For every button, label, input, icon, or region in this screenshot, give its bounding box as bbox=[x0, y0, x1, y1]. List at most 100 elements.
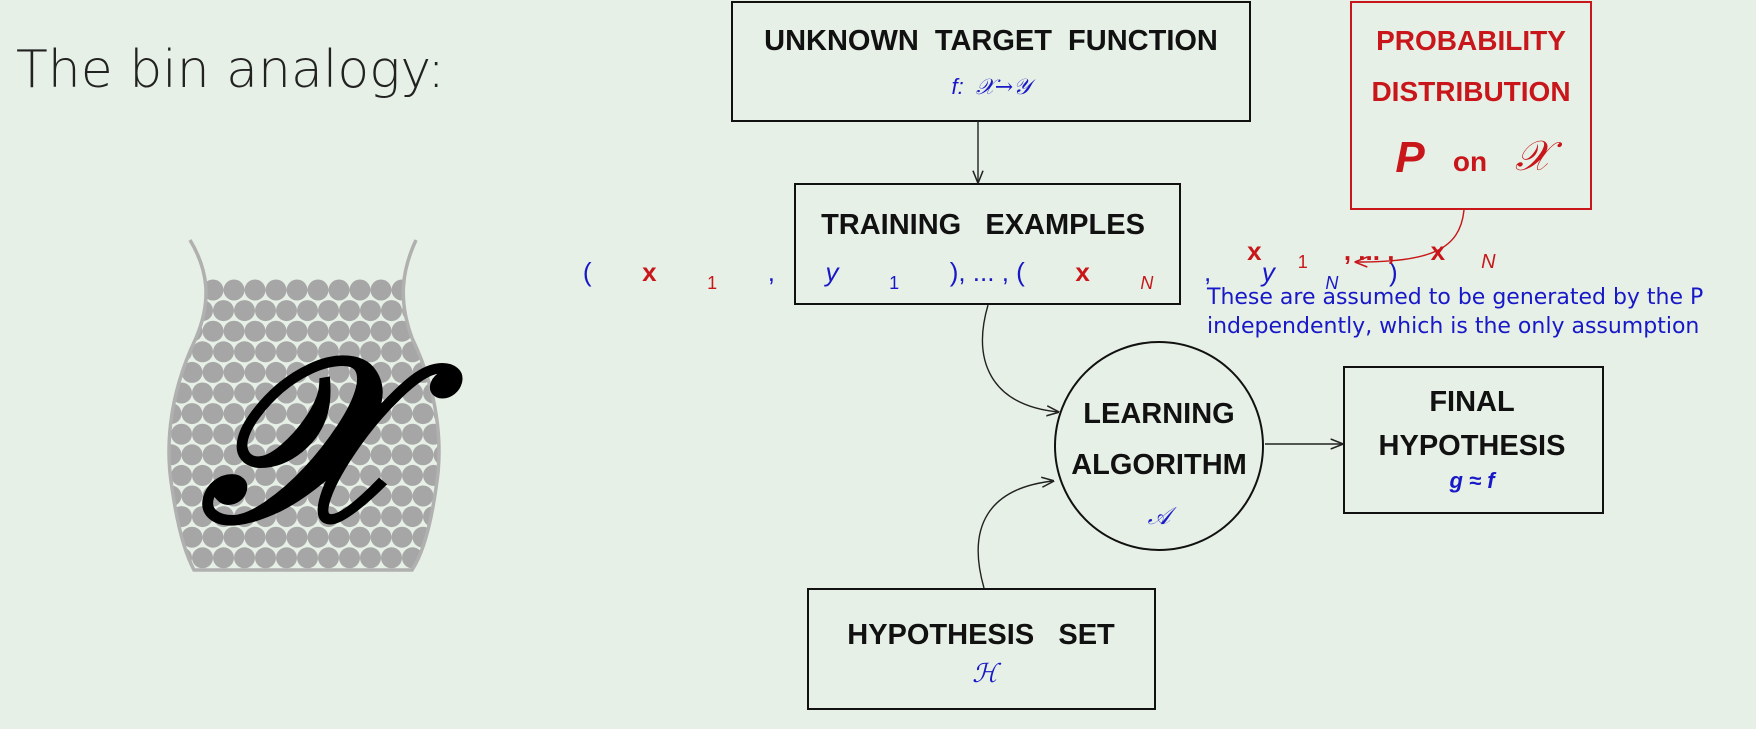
bin-ball bbox=[223, 320, 245, 342]
bin-ball bbox=[444, 506, 465, 527]
bin-ball bbox=[234, 464, 255, 486]
learning-symbol: 𝒜 bbox=[1148, 502, 1178, 530]
final-hypothesis-box: FINAL HYPOTHESIS g ≈ f bbox=[1343, 366, 1604, 514]
bin-ball bbox=[140, 280, 161, 301]
bin-ball bbox=[444, 383, 465, 404]
bin-ball bbox=[318, 506, 339, 528]
bin-ball bbox=[339, 382, 360, 404]
bin-ball bbox=[402, 506, 423, 528]
bin-ball bbox=[381, 547, 402, 569]
bin-ball bbox=[202, 320, 224, 342]
bin-ball bbox=[444, 300, 465, 321]
bin-ball bbox=[297, 341, 318, 363]
bin-ball bbox=[202, 485, 224, 507]
bin-ball bbox=[169, 547, 171, 569]
bin-ball bbox=[286, 279, 308, 301]
comma: , bbox=[1204, 257, 1211, 287]
bin-ball bbox=[234, 547, 255, 569]
bin-ball bbox=[202, 444, 224, 466]
bin-ball bbox=[276, 506, 297, 528]
bin-ball bbox=[433, 279, 439, 301]
bin-ball bbox=[381, 464, 402, 486]
bin-ball bbox=[360, 382, 381, 404]
bin-ball bbox=[318, 341, 339, 363]
target-function-box: UNKNOWN TARGET FUNCTION f: 𝒳→𝒴 bbox=[731, 1, 1251, 122]
bin-ball bbox=[265, 485, 287, 507]
bin-ball bbox=[169, 320, 182, 342]
bin-ball bbox=[265, 279, 287, 301]
arrow-distribution-to-samples bbox=[1356, 209, 1465, 262]
bin-ball bbox=[307, 279, 329, 301]
bin-ball bbox=[423, 423, 439, 445]
bin-ball bbox=[276, 547, 297, 569]
slide-title: The bin analogy: bbox=[16, 40, 445, 100]
bin-ball bbox=[223, 485, 245, 507]
bin-ball bbox=[402, 382, 423, 404]
xN: x bbox=[1075, 257, 1090, 287]
bin-ball bbox=[412, 403, 434, 425]
bin-ball bbox=[181, 403, 203, 425]
final-formula: g ≈ f bbox=[1448, 468, 1497, 493]
bin-ball bbox=[244, 279, 266, 301]
bin-ball bbox=[360, 423, 381, 445]
bin-ball bbox=[140, 527, 161, 548]
bin-ball bbox=[391, 361, 413, 383]
jar-outline bbox=[167, 239, 441, 572]
bin-ball bbox=[381, 300, 402, 322]
bin-ball bbox=[265, 444, 287, 466]
bin-ball bbox=[444, 547, 465, 568]
bin-ball bbox=[328, 279, 350, 301]
ellipsis: ), ... , ( bbox=[950, 257, 1025, 287]
bin-ball bbox=[169, 341, 171, 363]
bin-ball bbox=[370, 361, 392, 383]
bin-ball bbox=[192, 547, 213, 569]
bin-ball bbox=[255, 341, 276, 363]
bin-ball bbox=[381, 423, 402, 445]
training-examples-formula: ( x 1 , y 1 ), ... , ( x N , y N ) bbox=[532, 257, 1434, 295]
bin-ball bbox=[140, 403, 161, 424]
bin-ball bbox=[192, 464, 213, 486]
bin-ball bbox=[181, 526, 203, 548]
hypothesis-set-box: HYPOTHESIS SET ℋ bbox=[807, 588, 1156, 710]
bin-ball bbox=[318, 300, 339, 322]
bin-ball bbox=[433, 526, 439, 548]
bin-ball bbox=[444, 465, 465, 486]
bin-ball bbox=[370, 320, 392, 342]
bin-ball bbox=[276, 382, 297, 404]
bin-ball bbox=[339, 464, 360, 486]
bin-ball bbox=[234, 341, 255, 363]
bin-ball bbox=[171, 423, 192, 445]
bin-ball bbox=[370, 279, 392, 301]
bin-ball bbox=[286, 444, 308, 466]
bin-ball bbox=[391, 403, 413, 425]
bin-ball bbox=[234, 423, 255, 445]
bin-ball bbox=[412, 444, 434, 466]
bin-ball bbox=[234, 506, 255, 528]
probability-distribution-box: PROBABILITY DISTRIBUTION P on 𝒳 bbox=[1350, 1, 1592, 210]
bin-ball bbox=[339, 300, 360, 322]
bin-ball bbox=[286, 361, 308, 383]
bin-ball bbox=[286, 320, 308, 342]
bin-ball bbox=[339, 547, 360, 569]
bin-ball bbox=[391, 485, 413, 507]
bin-ball bbox=[444, 341, 465, 362]
bin-ball bbox=[339, 423, 360, 445]
bin-jar: 𝒳 bbox=[140, 239, 465, 575]
bin-ball bbox=[202, 279, 224, 301]
x1-sub: 1 bbox=[707, 273, 717, 293]
bin-ball bbox=[339, 341, 360, 363]
bin-ball bbox=[244, 526, 266, 548]
bin-ball bbox=[244, 320, 266, 342]
bin-ball bbox=[381, 506, 402, 528]
bin-ball bbox=[402, 464, 423, 486]
bin-ball bbox=[433, 320, 439, 342]
bin-ball bbox=[297, 506, 318, 528]
bin-ball bbox=[349, 485, 371, 507]
bin-ball bbox=[349, 320, 371, 342]
bin-ball bbox=[213, 464, 234, 486]
bin-ball bbox=[140, 444, 161, 465]
formula-f: f: bbox=[952, 74, 964, 99]
bin-ball bbox=[307, 485, 329, 507]
bin-ball bbox=[255, 423, 276, 445]
bin-ball bbox=[328, 320, 350, 342]
